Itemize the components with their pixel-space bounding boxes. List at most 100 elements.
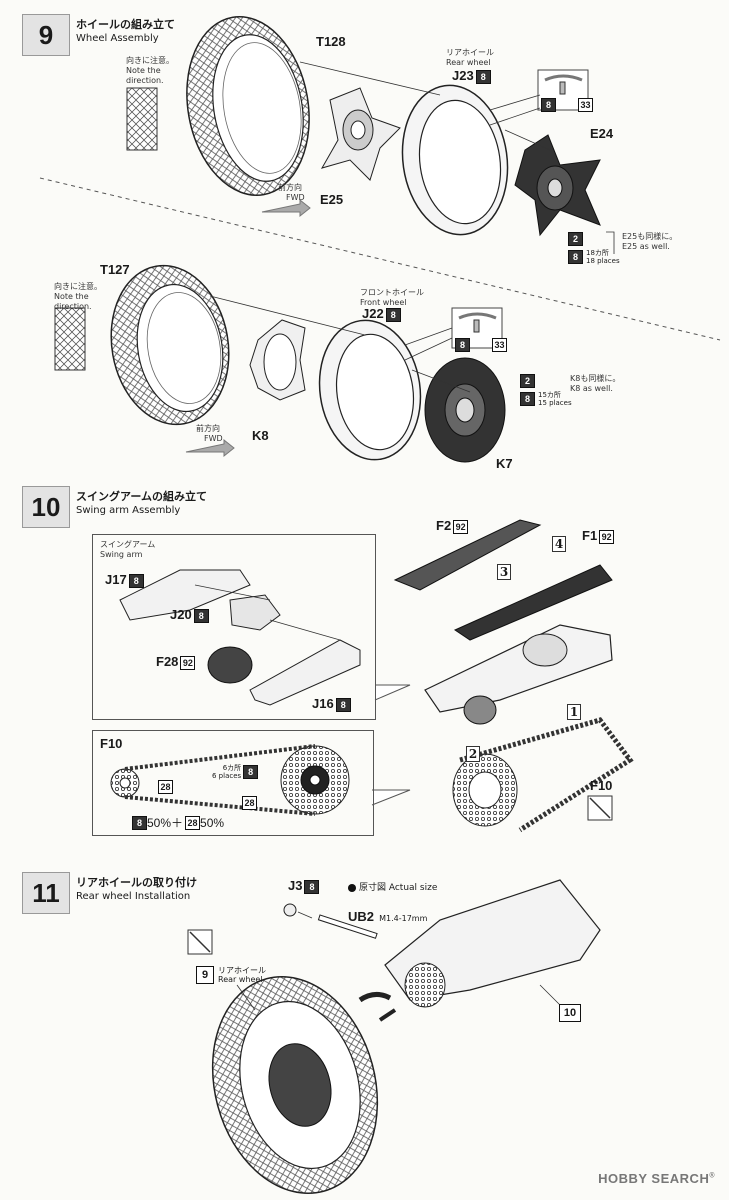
chain-color-mix: 8 50%＋ 28 50% bbox=[130, 814, 224, 831]
color-badge: 28 bbox=[185, 815, 201, 830]
fwd-caption-front: 前方向 FWD bbox=[196, 424, 223, 444]
j16-text: J16 bbox=[312, 696, 334, 711]
part-label-f10-right: F10 bbox=[590, 778, 613, 793]
j20-text: J20 bbox=[170, 607, 192, 622]
rear-wheel-jp: リアホイール bbox=[446, 48, 494, 57]
part-label-e25: E25 bbox=[320, 192, 344, 207]
swing-arm-jp: スイングアーム bbox=[100, 540, 156, 549]
places-en: 15 places bbox=[538, 399, 572, 407]
step11-drawing bbox=[187, 879, 601, 1195]
f2-text: F2 bbox=[436, 518, 452, 533]
ub2-spec: M1.4-17mm bbox=[379, 914, 428, 923]
part-label-k7: K7 bbox=[496, 456, 513, 471]
mix-text: 50%＋ bbox=[147, 816, 184, 830]
f1-text: F1 bbox=[582, 528, 598, 543]
color-badge: 8 bbox=[385, 307, 401, 322]
watermark-text: HOBBY SEARCH bbox=[598, 1171, 710, 1186]
step-title-jp: ホイールの組み立て bbox=[76, 18, 175, 31]
part-label-t127: T127 bbox=[100, 262, 130, 277]
chain-panel bbox=[92, 730, 374, 836]
color-badge: 8 bbox=[520, 392, 535, 406]
color-badge: 8 bbox=[335, 697, 351, 712]
direction-en-2: direction. bbox=[54, 302, 92, 311]
step-title-en: Swing arm Assembly bbox=[76, 505, 181, 516]
same-jp: K8も同様に。 bbox=[570, 374, 621, 383]
callout-4: 4 bbox=[552, 536, 566, 552]
swing-arm-panel bbox=[92, 534, 376, 720]
actual-size-dot-icon bbox=[348, 883, 356, 892]
color-badge: 8 bbox=[132, 815, 147, 830]
rear-en: Rear wheel bbox=[218, 975, 263, 984]
direction-note-front: 向きに注意。 Note the direction. bbox=[54, 282, 102, 312]
swing-arm-parts-drawing bbox=[119, 569, 361, 706]
color-badge: 8 bbox=[304, 879, 320, 894]
step-number-10: 10 bbox=[22, 486, 70, 528]
rim-j22-drawing bbox=[318, 319, 422, 461]
direction-jp: 向きに注意。 bbox=[126, 56, 174, 65]
color-badge: 92 bbox=[180, 655, 196, 670]
step-title-jp: スイングアームの組み立て bbox=[76, 490, 208, 503]
j3-text: J3 bbox=[288, 878, 303, 893]
color-badge: 8 bbox=[128, 573, 144, 588]
direction-en-1: Note the bbox=[126, 66, 161, 75]
callout-3: 3 bbox=[497, 564, 511, 580]
fwd-en: FWD bbox=[286, 193, 305, 202]
color-badge: 92 bbox=[599, 529, 615, 544]
places-jp: 18カ所 bbox=[586, 249, 609, 257]
color-badge: 8 bbox=[541, 97, 556, 112]
same-en: K8 as well. bbox=[570, 384, 613, 393]
swing-arm-caption: スイングアーム Swing arm bbox=[100, 540, 155, 560]
same-en: E25 as well. bbox=[622, 242, 670, 251]
part-label-k8: K8 bbox=[252, 428, 269, 443]
step-title-jp: リアホイールの取り付け bbox=[76, 876, 197, 889]
color-badge: 8 bbox=[455, 337, 470, 352]
same-note-front: K8も同様に。 K8 as well. bbox=[570, 374, 620, 394]
fwd-en: FWD bbox=[204, 434, 223, 443]
direction-en-1: Note the bbox=[54, 292, 89, 301]
part-label-e24: E24 bbox=[590, 126, 614, 141]
step-title-11: リアホイールの取り付け Rear wheel Installation bbox=[76, 876, 197, 904]
part-label-t128: T128 bbox=[316, 34, 346, 49]
color-badge: 2 bbox=[520, 373, 535, 388]
watermark-reg: ® bbox=[709, 1172, 715, 1180]
step-number-11: 11 bbox=[22, 872, 70, 914]
direction-note-rear: 向きに注意。 Note the direction. bbox=[126, 56, 174, 86]
fwd-jp: 前方向 bbox=[278, 183, 302, 192]
fwd-jp: 前方向 bbox=[196, 424, 220, 433]
ub2-text: UB2 bbox=[348, 909, 375, 924]
color-badge: 8 bbox=[475, 69, 491, 84]
color-badge: 33 bbox=[578, 97, 593, 112]
valve-detail-badges-rear: 8 33 bbox=[539, 94, 593, 113]
j17-text: J17 bbox=[105, 572, 127, 587]
part-label-ub2: UB2 M1.4-17mm bbox=[348, 906, 427, 925]
callout-2: 2 bbox=[466, 746, 480, 762]
rear-wheel-caption: リアホイール Rear wheel bbox=[446, 48, 494, 68]
valve-detail-badges-front: 8 33 bbox=[453, 334, 507, 353]
actual-size-note: 原寸図 Actual size bbox=[348, 880, 437, 893]
places-en: 6 places bbox=[212, 772, 242, 780]
hub-e25-drawing bbox=[320, 87, 401, 181]
color-badge: 92 bbox=[453, 519, 469, 534]
color-badge: 33 bbox=[492, 337, 507, 352]
j22-text: J22 bbox=[362, 306, 384, 321]
rear-tire-drawing bbox=[186, 16, 310, 196]
rear-jp: リアホイール bbox=[218, 966, 266, 975]
chain-badge-28b: 28 bbox=[240, 792, 257, 811]
step-title-9: ホイールの組み立て Wheel Assembly bbox=[76, 18, 175, 46]
step-title-en: Wheel Assembly bbox=[76, 33, 159, 44]
swing-arm-en: Swing arm bbox=[100, 550, 143, 559]
swing-arm-assembly-drawing bbox=[393, 519, 634, 833]
chain-badge-28a: 28 bbox=[156, 776, 173, 795]
mix-text: 50% bbox=[200, 815, 225, 830]
